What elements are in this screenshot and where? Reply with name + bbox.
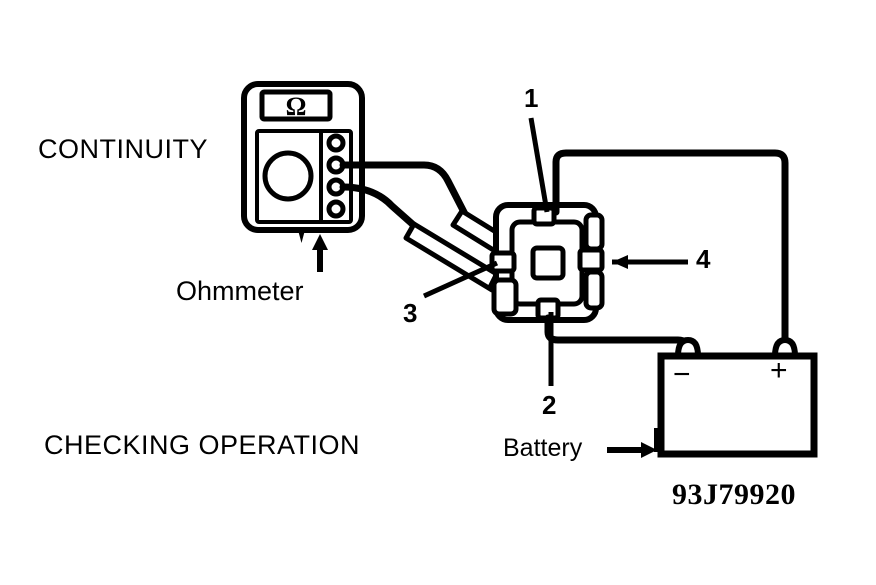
meter-lead-wires [339,161,470,233]
relay-left-bar-lower [491,277,519,317]
battery-negative-sign: − [673,358,691,391]
relay-assembly [489,202,605,323]
battery-positive-post[interactable] [767,336,803,360]
meter-jack-1[interactable] [326,133,346,153]
relay-terminal-3[interactable] [489,250,517,274]
callout-number-3: 3 [403,298,418,328]
relay-side-bar-upper [583,212,605,252]
wire-to-positive-terminal [552,149,789,344]
battery-negative-post[interactable] [670,336,706,360]
battery-case [657,352,818,458]
leader-arrow-4 [612,255,688,269]
relay-side-bar-lower [583,269,605,311]
lead-wire-upper [339,161,470,220]
callout-number-1: 1 [524,83,539,113]
label-arrows [312,234,660,458]
battery-positive-sign: + [770,354,788,387]
relay-terminal-4[interactable] [577,247,605,273]
battery [657,336,818,458]
meter-display [259,89,333,122]
ohm-symbol-icon: Ω [286,92,307,121]
ohmmeter-label-arrow [312,234,328,272]
ohmmeter-label: Ohmmeter [176,276,304,306]
leader-line-1 [528,117,550,213]
wire-to-negative-terminal [544,314,692,356]
relay-terminal-1[interactable] [531,205,557,227]
meter-dial[interactable] [262,150,314,202]
meter-foot [298,230,305,243]
leader-line-3 [422,260,499,299]
lead-wire-lower [339,183,422,233]
battery-label: Battery [503,434,583,462]
callout-number-4: 4 [696,244,711,274]
continuity-title: CONTINUITY [38,134,208,164]
callout-number-2: 2 [542,390,557,420]
meter-jack-4[interactable] [326,199,346,219]
checking-operation-title: CHECKING OPERATION [44,430,361,460]
figure-id: 93J79920 [672,478,796,511]
callout-leaders [422,117,688,386]
battery-label-arrow [607,428,660,458]
relay-center-hub [530,245,566,281]
